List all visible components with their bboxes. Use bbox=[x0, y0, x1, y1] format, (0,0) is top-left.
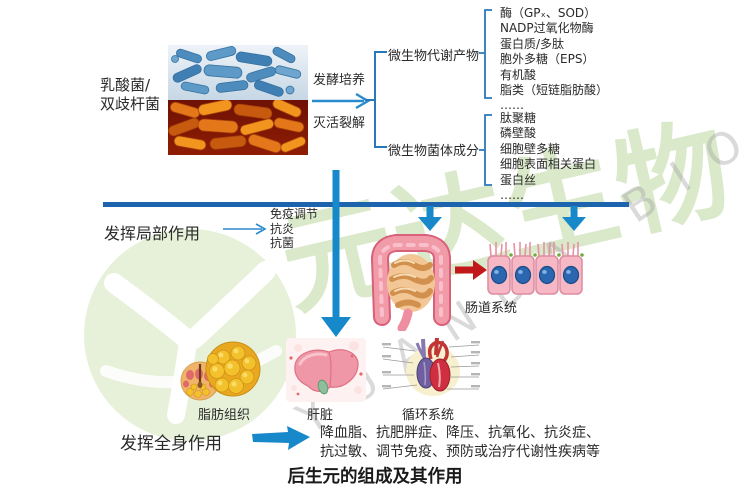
local-effects-list: 免疫调节抗炎抗菌 bbox=[270, 207, 318, 251]
logo-watermark-icon bbox=[84, 229, 296, 441]
adipose-illustration bbox=[180, 341, 261, 401]
liver-illustration bbox=[286, 338, 366, 402]
list-item: 蛋白丝 bbox=[500, 172, 537, 187]
down-arrow-long-icon bbox=[321, 170, 351, 337]
systemic-effect-label: 发挥全身作用 bbox=[120, 434, 222, 454]
local-effect-arrow-icon bbox=[223, 223, 267, 235]
liver-label: 肝脏 bbox=[307, 408, 334, 423]
gut-to-epithelium-arrow-icon bbox=[455, 260, 487, 280]
list-item: 有机酸 bbox=[500, 67, 537, 82]
down-arrow-gut-icon bbox=[418, 206, 442, 231]
blue-bacteria-image bbox=[168, 45, 308, 100]
list-item: 细胞壁多糖 bbox=[500, 141, 561, 156]
epithelium-illustration bbox=[487, 242, 585, 295]
list-item: 细胞表面相关蛋白 bbox=[500, 157, 597, 172]
metabolites-list: 酶（GPₓ、SOD）NADP过氧化物酶蛋白质/多肽胞外多糖（EPS）有机酸脂类（… bbox=[500, 6, 608, 114]
orange-bacteria-image bbox=[168, 100, 308, 155]
list-item: 磷壁酸 bbox=[500, 126, 537, 141]
branch-cell-components-label: 微生物菌体成分 bbox=[388, 144, 480, 159]
list-item: …… bbox=[500, 188, 524, 203]
branch-metabolites-label: 微生物代谢产物 bbox=[388, 49, 480, 64]
list-item: 抗炎 bbox=[270, 221, 295, 236]
cell-components-list: 肽聚糖磷壁酸细胞壁多糖细胞表面相关蛋白蛋白丝…… bbox=[500, 111, 596, 203]
list-item: 抗菌 bbox=[270, 236, 295, 251]
local-effect-label: 发挥局部作用 bbox=[104, 224, 201, 243]
systemic-effects-line1: 降血脂、抗肥胖症、降压、抗氧化、抗炎症、 bbox=[320, 425, 600, 441]
list-item: …… bbox=[500, 98, 524, 113]
down-arrow-epithelium-icon bbox=[562, 206, 586, 231]
page-title: 后生元的组成及其作用 bbox=[287, 467, 463, 487]
gut-system-label: 肠道系统 bbox=[465, 301, 518, 316]
list-item: 肽聚糖 bbox=[500, 111, 537, 125]
list-item: 蛋白质/多肽 bbox=[500, 36, 565, 51]
list-item: 免疫调节 bbox=[270, 207, 319, 221]
adipose-label: 脂肪组织 bbox=[198, 408, 251, 423]
systemic-effects-text: 降血脂、抗肥胖症、降压、抗氧化、抗炎症、 抗过敏、调节免疫、预防或治疗代谢性疾病… bbox=[320, 424, 600, 461]
lysis-label: 灭活裂解 bbox=[313, 116, 366, 131]
cell-components-brace bbox=[479, 114, 492, 186]
list-item: NADP过氧化物酶 bbox=[500, 21, 594, 36]
heart-illustration bbox=[382, 337, 480, 396]
source-label-line2: 双歧杆菌 bbox=[100, 95, 161, 113]
main-brace bbox=[365, 51, 387, 148]
intestine-illustration bbox=[370, 234, 451, 331]
list-item: 脂类（短链脂肪酸） bbox=[500, 83, 609, 98]
source-bacteria-label: 乳酸菌/ 双歧杆菌 bbox=[100, 76, 160, 114]
systemic-effects-line2: 抗过敏、调节免疫、预防或治疗代谢性疾病等 bbox=[320, 443, 600, 460]
source-label-line1: 乳酸菌/ bbox=[100, 76, 151, 94]
divider-line bbox=[103, 202, 629, 207]
metabolites-brace bbox=[479, 9, 492, 99]
systemic-effect-arrow-icon bbox=[252, 426, 310, 450]
list-item: 酶（GPₓ、SOD） bbox=[500, 6, 597, 20]
fermentation-label: 发酵培养 bbox=[313, 73, 366, 88]
list-item: 胞外多糖（EPS） bbox=[500, 52, 595, 67]
circulatory-label: 循环系统 bbox=[402, 408, 455, 423]
